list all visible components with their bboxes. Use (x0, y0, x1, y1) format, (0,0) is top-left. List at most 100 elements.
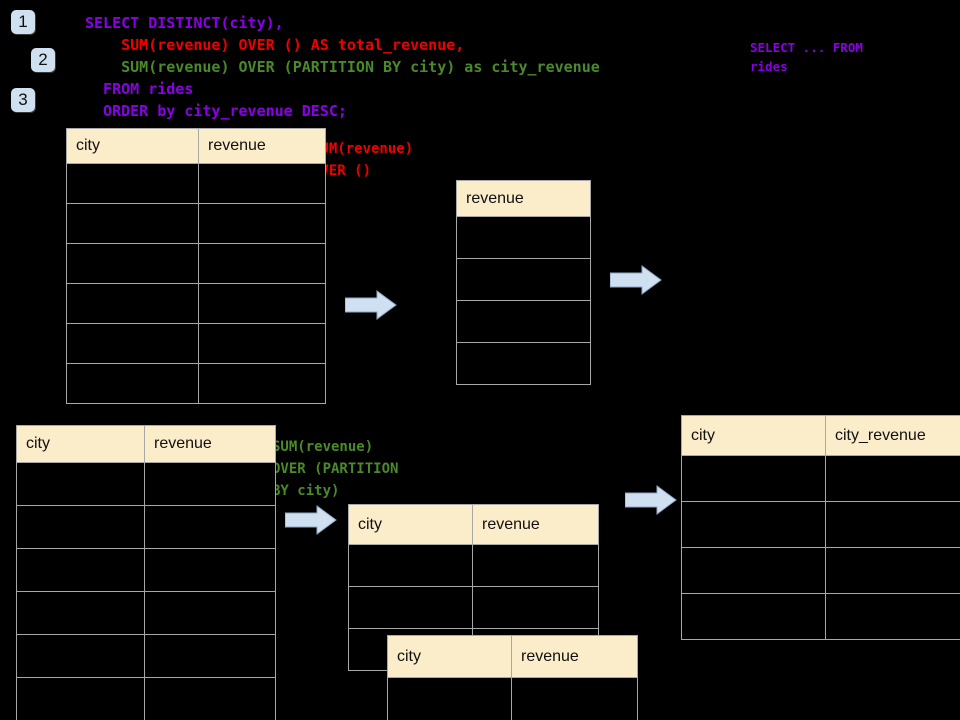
table-header-row: revenue (456, 180, 591, 217)
column-header-revenue: revenue (144, 425, 276, 463)
step-badge-1: 1 (11, 10, 35, 34)
source-table-top: city revenue (66, 128, 326, 404)
cell (348, 586, 473, 629)
cell (681, 455, 826, 502)
table-row (66, 323, 326, 364)
table-row (16, 634, 276, 678)
table-header-row: city revenue (348, 504, 599, 545)
cell (16, 677, 145, 720)
cell (66, 323, 199, 364)
column-header-city: city (348, 504, 473, 545)
cell (144, 505, 276, 549)
table-header-row: city revenue (16, 425, 276, 463)
cell (16, 548, 145, 592)
sql-line-3: SUM(revenue) OVER (PARTITION BY city) as… (85, 58, 600, 76)
cell (387, 677, 512, 720)
sql-line-4: FROM rides (85, 80, 194, 98)
cell (16, 634, 145, 678)
cell (144, 591, 276, 635)
cell (456, 300, 591, 343)
table-header-row: city revenue (66, 128, 326, 164)
cell (198, 203, 326, 244)
cell (472, 544, 599, 587)
cell (66, 363, 199, 404)
table-row (456, 342, 591, 385)
cell (144, 548, 276, 592)
step-badge-2: 2 (31, 48, 55, 72)
column-header-revenue: revenue (198, 128, 326, 164)
column-header-revenue: revenue (511, 635, 638, 678)
table-row (681, 501, 960, 548)
cell (66, 243, 199, 284)
sql-line-5: ORDER by city_revenue DESC; (85, 102, 347, 120)
sql-line-1: SELECT DISTINCT(city), (85, 14, 284, 32)
column-header-city: city (681, 415, 826, 456)
table-row (16, 548, 276, 592)
table-row (66, 163, 326, 204)
table-header-row: city city_revenue (681, 415, 960, 456)
table-row (681, 455, 960, 502)
cell (825, 593, 960, 640)
column-header-revenue: revenue (456, 180, 591, 217)
column-header-city: city (66, 128, 199, 164)
table-row (66, 283, 326, 324)
cell (66, 163, 199, 204)
cell (456, 258, 591, 301)
table-row (66, 243, 326, 284)
column-header-city-revenue: city_revenue (825, 415, 960, 456)
cell (144, 462, 276, 506)
column-header-city: city (16, 425, 145, 463)
partition-table-front: city revenue (387, 635, 638, 720)
cell (66, 283, 199, 324)
cell (16, 505, 145, 549)
column-header-revenue: revenue (472, 504, 599, 545)
arrow-source-to-partition-icon (285, 505, 337, 535)
table-row (456, 216, 591, 259)
table-row (348, 586, 599, 629)
cell (198, 243, 326, 284)
table-row (16, 591, 276, 635)
table-row (66, 203, 326, 244)
table-row (681, 593, 960, 640)
annotation-select-from: SELECT ... FROM rides (750, 40, 863, 74)
table-row (456, 300, 591, 343)
cell (198, 283, 326, 324)
cell (198, 363, 326, 404)
cell (16, 462, 145, 506)
cell (456, 342, 591, 385)
table-row (456, 258, 591, 301)
annotation-sum-over-empty: SUM(revenue) OVER () (312, 141, 414, 179)
table-row (348, 544, 599, 587)
annotation-sum-over-partition: SUM(revenue) OVER (PARTITION BY city) (272, 439, 399, 499)
cell (681, 501, 826, 548)
cell (511, 677, 638, 720)
table-row (681, 547, 960, 594)
cell (681, 547, 826, 594)
table-row (66, 363, 326, 404)
cell (825, 455, 960, 502)
cell (198, 163, 326, 204)
arrow-partition-to-result-icon (625, 485, 677, 515)
sql-query-block: SELECT DISTINCT(city), SUM(revenue) OVER… (85, 12, 600, 122)
arrow-source-to-total-icon (345, 290, 397, 320)
table-row (387, 677, 638, 720)
cell (825, 501, 960, 548)
table-row (16, 677, 276, 720)
table-header-row: city revenue (387, 635, 638, 678)
result-table: city city_revenue (681, 415, 960, 640)
cell (198, 323, 326, 364)
cell (681, 593, 826, 640)
cell (456, 216, 591, 259)
table-row (16, 462, 276, 506)
cell (472, 586, 599, 629)
cell (825, 547, 960, 594)
cell (348, 544, 473, 587)
sql-line-2: SUM(revenue) OVER () AS total_revenue, (85, 36, 465, 54)
cell (144, 677, 276, 720)
total-revenue-table: revenue (456, 180, 591, 385)
source-table-bottom: city revenue (16, 425, 276, 720)
column-header-city: city (387, 635, 512, 678)
arrow-total-to-result-icon (610, 265, 662, 295)
table-row (16, 505, 276, 549)
